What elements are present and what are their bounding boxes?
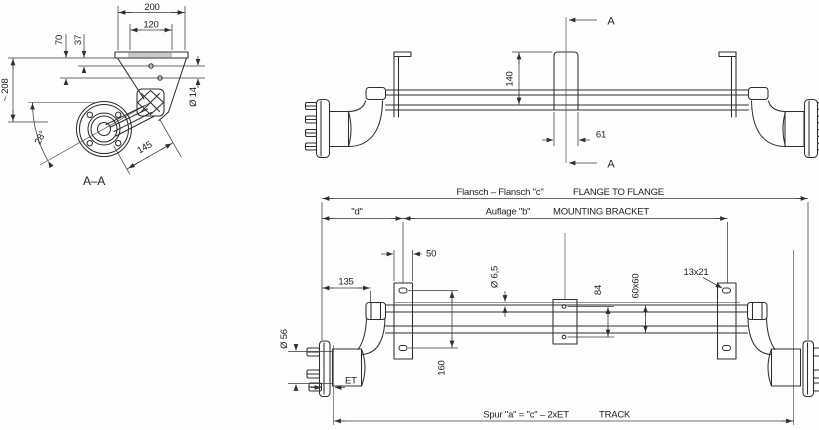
bracket-label-en: MOUNTING BRACKET xyxy=(553,207,649,218)
dim-70: 70 xyxy=(54,34,69,86)
right-collar-front xyxy=(747,86,769,101)
dim-50: 50 xyxy=(381,249,436,281)
dim-120-label: 120 xyxy=(143,20,158,31)
wheel-bolt-hole xyxy=(86,139,94,147)
dim-dia14-label: Ø 14 xyxy=(188,87,199,107)
left-bracket-plan xyxy=(393,282,414,360)
wheel-bolt-hole xyxy=(114,139,122,147)
dim-200: 200 xyxy=(117,2,186,50)
right-hub-front xyxy=(747,86,819,159)
dim-160: 160 xyxy=(408,290,458,376)
dim-flange-to-flange: Flansch – Flansch "c" FLANGE TO FLANGE xyxy=(322,187,808,201)
right-elbow-inner xyxy=(767,100,787,113)
plan-view: Flansch – Flansch "c" FLANGE TO FLANGE "… xyxy=(279,187,819,425)
callout-slot-13x21: 13x21 xyxy=(684,267,723,289)
dim-37-label: 37 xyxy=(73,35,84,45)
dim-145-label: 145 xyxy=(135,139,154,156)
dim-height-208: ~ 208 xyxy=(0,58,48,123)
bracket-slot xyxy=(721,344,732,352)
dim-84: 84 xyxy=(567,285,614,338)
wheel-bolt-hole xyxy=(86,111,94,119)
mounting-bracket-section xyxy=(114,51,189,122)
right-hub-plan xyxy=(746,301,819,398)
dim-d-and-mounting-bracket: "d" Auflage "b" MOUNTING BRACKET xyxy=(322,207,728,283)
wheel-bolt-hole xyxy=(114,111,122,119)
dim-track: Spur "a" = "c" – 2xET TRACK xyxy=(333,410,794,424)
dim-et-label: ET xyxy=(345,376,357,387)
dim-37: 37 xyxy=(73,34,87,74)
dim-hub-dia: Ø 56 xyxy=(279,329,332,391)
dim-pipe-dia-label: Ø 6,5 xyxy=(490,266,501,288)
wheel-bolts-left-front xyxy=(304,101,318,151)
left-hub-front xyxy=(304,86,387,159)
section-marker-a-top: A xyxy=(607,16,615,28)
dim-145: 145 xyxy=(113,118,182,175)
track-label-en: TRACK xyxy=(599,410,631,421)
dim-tube-section: 60x60 xyxy=(631,274,648,333)
dim-61: 61 xyxy=(542,112,606,146)
hub-flange-section xyxy=(75,100,133,158)
dim-140-label: 140 xyxy=(505,71,516,86)
dim-et-offset: ET xyxy=(311,376,357,390)
dim-70-label: 70 xyxy=(54,35,65,45)
axle-tube-front xyxy=(384,89,750,111)
wheel-bolts-right-front xyxy=(816,101,819,151)
section-view: 200 120 37 70 xyxy=(0,2,205,188)
dim-60x60-label: 60x60 xyxy=(631,274,642,299)
dim-61-label: 61 xyxy=(596,130,606,141)
dim-hole-dia-14: Ø 14 xyxy=(188,56,201,107)
flange-label-de: Flansch – Flansch "c" xyxy=(456,187,543,198)
bracket-slot xyxy=(721,287,732,294)
left-elbow-outer xyxy=(347,100,384,148)
left-collar-plan xyxy=(365,301,387,321)
left-bracket-front xyxy=(393,51,412,118)
section-marker-a-bottom: A xyxy=(607,159,615,171)
right-bracket-plan xyxy=(716,282,737,360)
dim-135-label: 135 xyxy=(338,277,353,288)
left-collar-front xyxy=(365,86,387,101)
dim-84-label: 84 xyxy=(593,285,604,295)
dim-208-label: ~ 208 xyxy=(0,78,11,101)
track-label-de: Spur "a" = "c" – 2xET xyxy=(483,410,569,421)
dim-50-label: 50 xyxy=(426,249,436,260)
section-cut-line: A A xyxy=(565,16,616,171)
flange-label-en: FLANGE TO FLANGE xyxy=(573,187,664,198)
block-hole xyxy=(561,304,567,309)
block-hole xyxy=(561,334,567,340)
dim-13x21-label: 13x21 xyxy=(684,267,709,278)
dim-28deg-label: 28° xyxy=(33,129,49,147)
dim-120: 120 xyxy=(129,20,173,50)
dim-140: 140 xyxy=(505,51,552,105)
right-collar-plan xyxy=(746,301,768,321)
section-view-title: A–A xyxy=(83,174,105,188)
bracket-slot xyxy=(398,344,408,352)
right-bracket-front xyxy=(718,51,737,118)
dim-200-label: 200 xyxy=(144,2,159,13)
axle-tube-plan xyxy=(384,302,749,334)
right-elbow-outer xyxy=(750,100,787,148)
dim-pipe-dia: Ø 6,5 xyxy=(490,266,508,317)
bracket-label-de: Auflage "b" xyxy=(486,207,531,218)
left-elbow-inner xyxy=(347,100,367,113)
wheel-bolts-right-plan xyxy=(812,347,819,392)
dim-d-label: "d" xyxy=(351,207,362,218)
dim-135: 135 xyxy=(322,277,371,302)
dim-dia56-label: Ø 56 xyxy=(279,329,290,349)
dim-160-label: 160 xyxy=(437,360,448,375)
front-view: A A 140 61 xyxy=(304,16,819,171)
center-block-plan xyxy=(552,233,578,345)
bracket-slot xyxy=(398,287,408,294)
